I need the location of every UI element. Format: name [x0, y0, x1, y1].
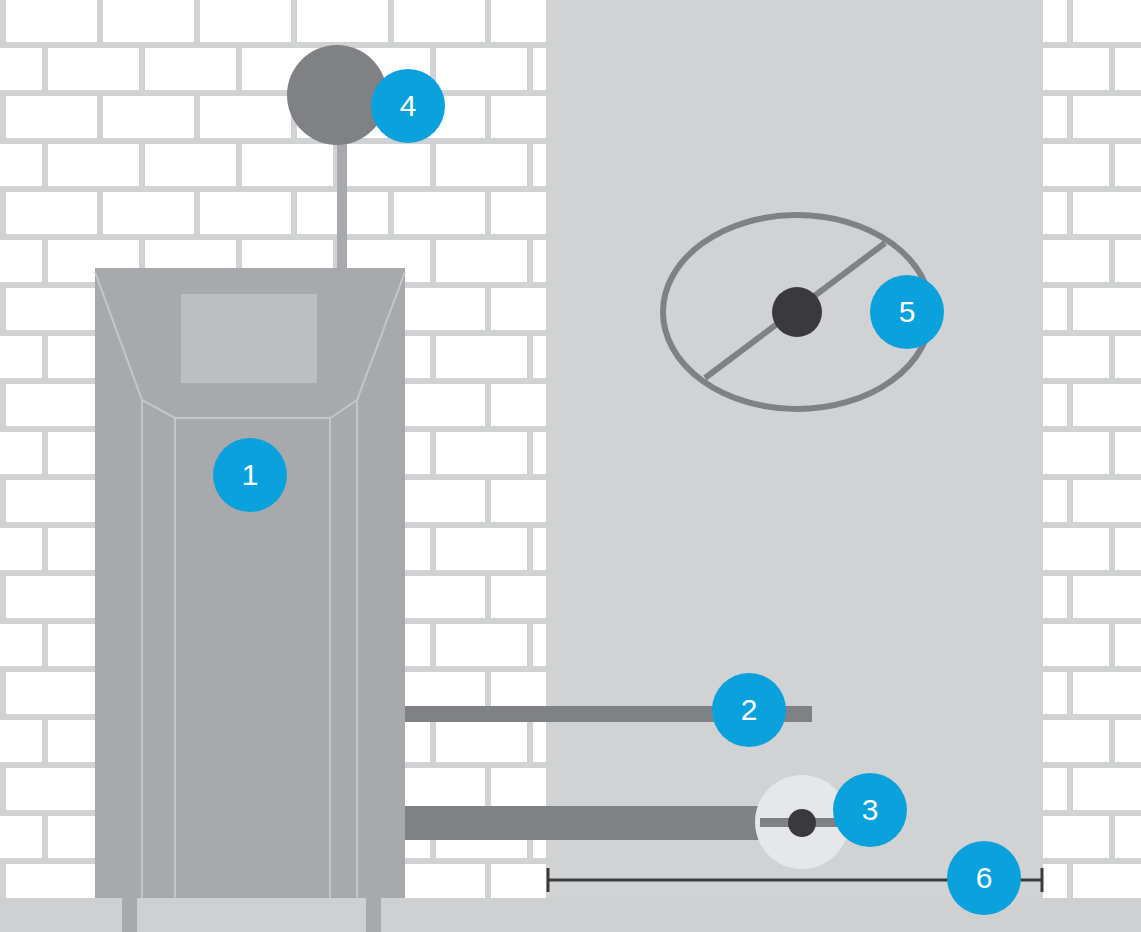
boiler-trim: [329, 418, 331, 898]
callout-number: 6: [947, 841, 1021, 915]
vessel-pipe: [337, 130, 347, 270]
callout-number: 2: [712, 673, 786, 747]
tank-panel: [546, 0, 1043, 898]
boiler-trim: [174, 418, 176, 898]
dimension-tick: [547, 868, 550, 892]
callout-number: 4: [371, 69, 445, 143]
callout-number: 3: [833, 773, 907, 847]
callout-number: 5: [870, 275, 944, 349]
boiler-trim: [356, 400, 358, 898]
boiler-display: [181, 294, 317, 383]
boiler-body: [95, 268, 405, 898]
dimension-tick: [1041, 868, 1044, 892]
manhole-knob: [772, 287, 822, 337]
callout-number: 1: [213, 438, 287, 512]
pipe-valve: [788, 809, 816, 837]
return-pipe: [405, 806, 800, 840]
manhole-bar: [705, 243, 885, 378]
boiler-trim: [141, 400, 143, 898]
boiler-trim: [95, 272, 405, 418]
